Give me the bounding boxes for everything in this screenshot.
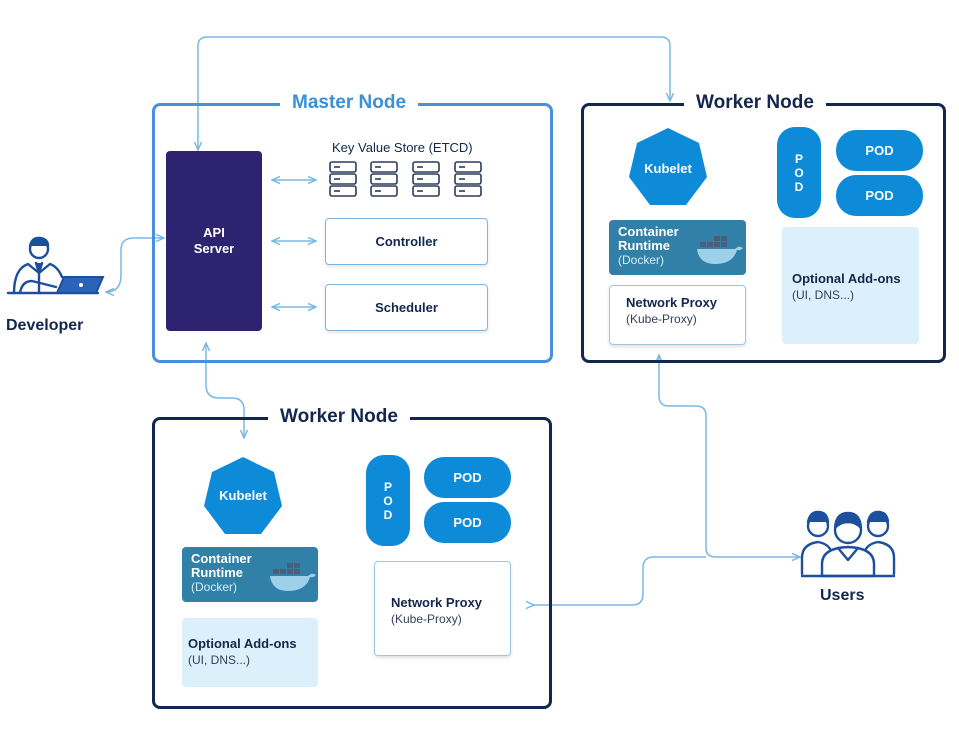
- api-to-worker-bottom-connector: [206, 343, 244, 438]
- pod-column-letter: D: [383, 507, 393, 522]
- pod-column-bottom[interactable]: P O D: [366, 455, 410, 546]
- addons-line2: (UI, DNS...): [188, 653, 250, 667]
- pod-label: POD: [453, 515, 482, 530]
- users-to-worker-bottom-connector: [532, 556, 706, 606]
- users-to-worker-top-connector: [659, 355, 800, 557]
- pod-label: POD: [865, 188, 894, 203]
- pod-bottom-1[interactable]: POD: [424, 457, 511, 498]
- runtime-line3: (Docker): [618, 253, 665, 267]
- api-server-label-line2: Server: [193, 241, 235, 256]
- pod-column-letter: O: [383, 493, 393, 508]
- pod-column-letter: O: [794, 165, 804, 180]
- master-node-title: Master Node: [280, 91, 419, 115]
- pod-label: POD: [453, 470, 482, 485]
- pod-bottom-2[interactable]: POD: [424, 502, 511, 543]
- pod-top-2[interactable]: POD: [836, 175, 923, 216]
- scheduler-box[interactable]: Scheduler: [325, 284, 488, 331]
- runtime-line2: Runtime: [191, 565, 243, 580]
- kubelet-bottom-label: Kubelet: [219, 488, 267, 503]
- kubelet-top[interactable]: Kubelet: [626, 126, 710, 210]
- runtime-line3: (Docker): [191, 580, 238, 594]
- worker-node-bottom-title: Worker Node: [268, 405, 410, 429]
- pod-column-top[interactable]: P O D: [777, 127, 821, 218]
- network-proxy-top[interactable]: Network Proxy (Kube-Proxy): [609, 285, 746, 345]
- addons-line1: Optional Add-ons: [792, 271, 901, 286]
- pod-column-letter: P: [794, 151, 803, 166]
- proxy-line1: Network Proxy: [391, 595, 483, 610]
- proxy-line1: Network Proxy: [626, 295, 718, 310]
- kubelet-top-label: Kubelet: [644, 161, 692, 176]
- pod-column-letter: P: [383, 479, 392, 494]
- scheduler-label: Scheduler: [375, 300, 438, 315]
- controller-label: Controller: [375, 234, 438, 249]
- addons-line2: (UI, DNS...): [792, 288, 854, 302]
- runtime-line2: Runtime: [618, 238, 670, 253]
- container-runtime-bottom[interactable]: Container Runtime (Docker): [182, 547, 318, 602]
- api-to-worker-top-connector: [198, 36, 670, 150]
- developer-to-api-connector: [106, 238, 164, 292]
- etcd-server-icon: [329, 161, 482, 197]
- api-server-label-line1: API: [203, 225, 225, 240]
- pod-column-letter: D: [794, 179, 804, 194]
- addons-line1: Optional Add-ons: [188, 636, 297, 651]
- users-icon: [800, 510, 896, 578]
- runtime-line1: Container: [191, 551, 252, 566]
- network-proxy-bottom[interactable]: Network Proxy (Kube-Proxy): [374, 561, 511, 656]
- optional-addons-bottom[interactable]: Optional Add-ons (UI, DNS...): [182, 618, 318, 687]
- proxy-line2: (Kube-Proxy): [626, 312, 697, 326]
- api-server[interactable]: API Server: [166, 151, 262, 331]
- kubelet-bottom[interactable]: Kubelet: [201, 455, 285, 539]
- controller-box[interactable]: Controller: [325, 218, 488, 265]
- pod-label: POD: [865, 143, 894, 158]
- developer-icon: [6, 236, 105, 295]
- proxy-line2: (Kube-Proxy): [391, 612, 462, 626]
- docker-whale-icon: [270, 563, 316, 591]
- worker-node-top-title: Worker Node: [684, 91, 826, 115]
- developer-label: Developer: [6, 317, 84, 334]
- kv-store-label: Key Value Store (ETCD): [332, 140, 473, 155]
- container-runtime-top[interactable]: Container Runtime (Docker): [609, 220, 746, 275]
- runtime-line1: Container: [618, 224, 679, 239]
- optional-addons-top[interactable]: Optional Add-ons (UI, DNS...): [782, 227, 919, 344]
- users-label: Users: [820, 587, 865, 604]
- docker-whale-icon: [697, 236, 743, 264]
- pod-top-1[interactable]: POD: [836, 130, 923, 171]
